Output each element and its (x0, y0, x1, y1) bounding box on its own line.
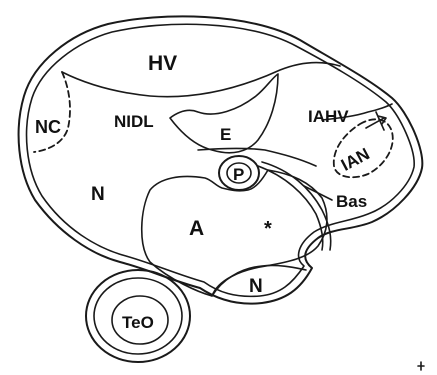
label-hv: HV (148, 52, 177, 75)
label-nc: NC (35, 117, 61, 137)
label-n-left: N (91, 184, 105, 205)
label-bas: Bas (336, 192, 367, 211)
label-e: E (220, 125, 231, 144)
label-teo: TeO (122, 313, 154, 332)
label-ian: IAN (338, 144, 373, 175)
label-a: A (189, 217, 204, 240)
label-nidl: NIDL (114, 112, 154, 131)
label-iahv: IAHV (308, 107, 349, 126)
bas-pointer (304, 186, 332, 200)
label-p: P (233, 165, 244, 184)
corner-mark (418, 362, 424, 370)
hv-boundary (62, 63, 340, 97)
nc-boundary (34, 72, 70, 152)
label-asterisk: * (264, 218, 272, 240)
label-n-bottom: N (249, 276, 263, 297)
